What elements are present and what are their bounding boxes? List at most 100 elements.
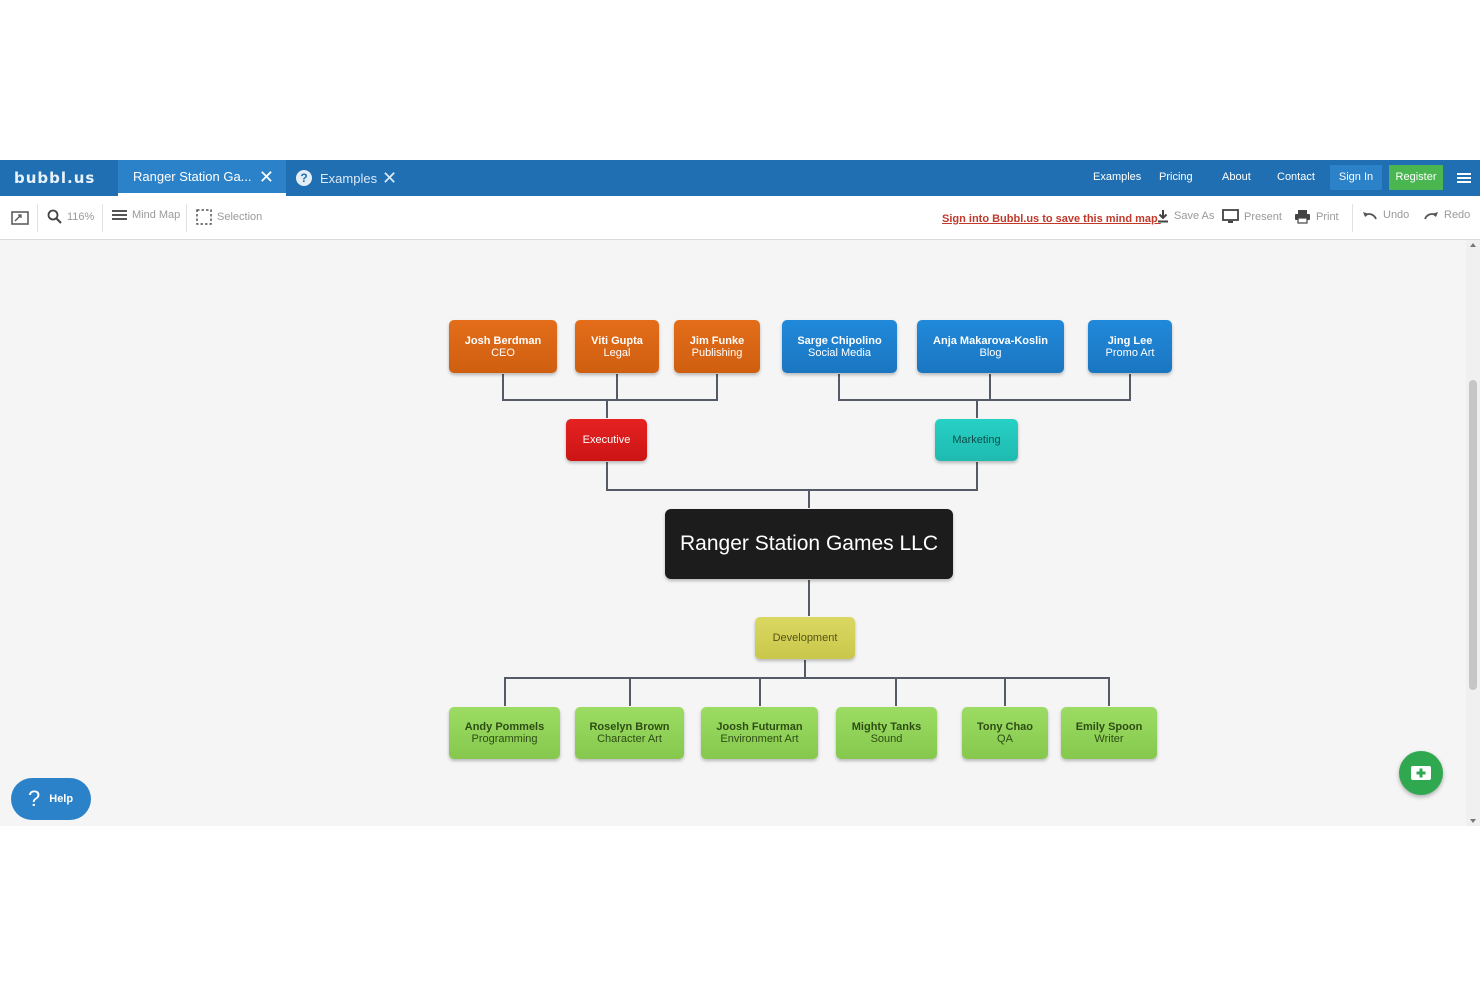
node-name: Josh Berdman — [464, 334, 542, 347]
node-role: Environment Art — [720, 733, 799, 745]
node-viti-gupta[interactable]: Viti Gupta Legal — [575, 320, 659, 373]
list-icon — [112, 210, 127, 220]
help-button[interactable]: ? Help — [11, 778, 91, 820]
node-emily-spoon[interactable]: Emily Spoon Writer — [1061, 707, 1157, 759]
present-button[interactable]: Present — [1222, 209, 1282, 224]
tab-examples[interactable]: ? Examples ✕ — [296, 160, 426, 196]
hamburger-menu-icon[interactable] — [1452, 166, 1476, 190]
node-josh-berdman[interactable]: Josh Berdman CEO — [449, 320, 557, 373]
node-name: Jim Funke — [689, 334, 745, 347]
node-marketing[interactable]: Marketing — [935, 419, 1018, 461]
nav-pricing[interactable]: Pricing — [1159, 171, 1193, 183]
node-root[interactable]: Ranger Station Games LLC — [665, 509, 953, 579]
node-roselyn-brown[interactable]: Roselyn Brown Character Art — [575, 707, 684, 759]
node-sarge-chipolino[interactable]: Sarge Chipolino Social Media — [782, 320, 897, 373]
node-andy-pommels[interactable]: Andy Pommels Programming — [449, 707, 560, 759]
node-role: CEO — [491, 346, 515, 359]
undo-button[interactable]: Undo — [1362, 209, 1409, 221]
node-mighty-tanks[interactable]: Mighty Tanks Sound — [836, 707, 937, 759]
close-icon[interactable]: ✕ — [258, 167, 274, 187]
help-label: Help — [49, 793, 74, 805]
connector-lines — [502, 374, 1131, 706]
undo-icon — [1363, 212, 1377, 220]
node-name: Jing Lee — [1107, 334, 1153, 347]
redo-label: Redo — [1444, 209, 1471, 221]
node-name: Joosh Futurman — [716, 721, 803, 733]
node-joosh-futurman[interactable]: Joosh Futurman Environment Art — [701, 707, 818, 759]
node-role: Publishing — [691, 346, 743, 359]
node-executive[interactable]: Executive — [566, 419, 647, 461]
mind-map-canvas[interactable]: Josh Berdman CEO Viti Gupta Legal Jim Fu… — [0, 240, 1466, 826]
selection-button[interactable]: Selection — [196, 209, 262, 225]
scroll-down-icon[interactable] — [1470, 819, 1476, 823]
tab-label: Examples — [320, 170, 378, 186]
present-label: Present — [1244, 210, 1282, 223]
node-label: Marketing — [952, 434, 1001, 446]
node-role: QA — [997, 733, 1013, 745]
node-tony-chao[interactable]: Tony Chao QA — [962, 707, 1048, 759]
download-icon — [1158, 210, 1168, 223]
top-bar: bubbl.us Ranger Station Ga... ✕ ? Exampl… — [0, 160, 1480, 196]
node-name: Sarge Chipolino — [797, 334, 882, 347]
add-icon — [1411, 766, 1431, 780]
save-as-label: Save As — [1174, 210, 1215, 222]
node-name: Emily Spoon — [1075, 721, 1143, 733]
zoom-icon — [47, 209, 62, 224]
print-label: Print — [1316, 210, 1339, 223]
view-mode-button[interactable]: Mind Map — [112, 209, 180, 221]
node-role: Promo Art — [1105, 346, 1155, 359]
printer-icon — [1295, 210, 1310, 224]
question-icon: ? — [296, 170, 312, 186]
node-name: Tony Chao — [976, 721, 1033, 733]
save-as-button[interactable]: Save As — [1157, 209, 1214, 223]
scroll-thumb[interactable] — [1469, 380, 1477, 690]
node-name: Andy Pommels — [464, 721, 545, 733]
node-anja-makarova-koslin[interactable]: Anja Makarova-Koslin Blog — [917, 320, 1064, 373]
tab-label: Ranger Station Ga... — [133, 169, 252, 184]
node-role: Blog — [979, 346, 1002, 359]
bubblus-logo[interactable]: bubbl.us — [14, 169, 96, 187]
zoom-level: 116% — [67, 210, 95, 223]
nav-contact[interactable]: Contact — [1277, 171, 1315, 183]
register-button[interactable]: Register — [1389, 165, 1443, 190]
node-role: Character Art — [597, 733, 662, 745]
undo-label: Undo — [1383, 209, 1410, 221]
node-role: Writer — [1094, 733, 1124, 745]
node-role: Social Media — [808, 346, 871, 359]
fit-screen-icon — [11, 211, 29, 225]
node-role: Legal — [603, 346, 631, 359]
close-icon[interactable]: ✕ — [382, 168, 398, 188]
redo-button[interactable]: Redo — [1423, 209, 1470, 221]
node-name: Anja Makarova-Koslin — [933, 334, 1048, 347]
node-jing-lee[interactable]: Jing Lee Promo Art — [1088, 320, 1172, 373]
app-window: bubbl.us Ranger Station Ga... ✕ ? Exampl… — [0, 160, 1480, 826]
monitor-icon — [1222, 209, 1239, 223]
add-node-button[interactable] — [1399, 751, 1443, 795]
nav-about[interactable]: About — [1222, 171, 1251, 183]
selection-label: Selection — [217, 211, 263, 223]
fit-screen-button[interactable] — [11, 211, 34, 225]
node-label: Executive — [582, 434, 631, 446]
node-role: Programming — [471, 733, 538, 745]
sign-in-button[interactable]: Sign In — [1330, 165, 1382, 190]
scroll-up-icon[interactable] — [1470, 243, 1476, 247]
node-name: Mighty Tanks — [851, 721, 922, 733]
node-name: Viti Gupta — [591, 334, 643, 347]
zoom-button[interactable]: 116% — [47, 209, 94, 224]
nav-examples[interactable]: Examples — [1093, 171, 1142, 183]
vertical-scrollbar[interactable] — [1466, 240, 1480, 826]
print-button[interactable]: Print — [1294, 209, 1339, 224]
question-icon: ? — [28, 786, 41, 811]
view-mode-label: Mind Map — [132, 209, 181, 221]
node-jim-funke[interactable]: Jim Funke Publishing — [674, 320, 760, 373]
root-label: Ranger Station Games LLC — [680, 532, 938, 555]
redo-icon — [1424, 212, 1438, 220]
tab-ranger-station[interactable]: Ranger Station Ga... ✕ — [118, 160, 286, 196]
selection-icon — [196, 209, 212, 225]
node-development[interactable]: Development — [755, 617, 855, 659]
node-name: Roselyn Brown — [589, 721, 670, 733]
node-role: Sound — [870, 733, 903, 745]
toolbar: 116% Mind Map Selection Sign into Bubbl.… — [0, 196, 1480, 240]
sign-in-save-link[interactable]: Sign into Bubbl.us to save this mind map… — [942, 213, 1161, 225]
node-label: Development — [772, 632, 838, 644]
